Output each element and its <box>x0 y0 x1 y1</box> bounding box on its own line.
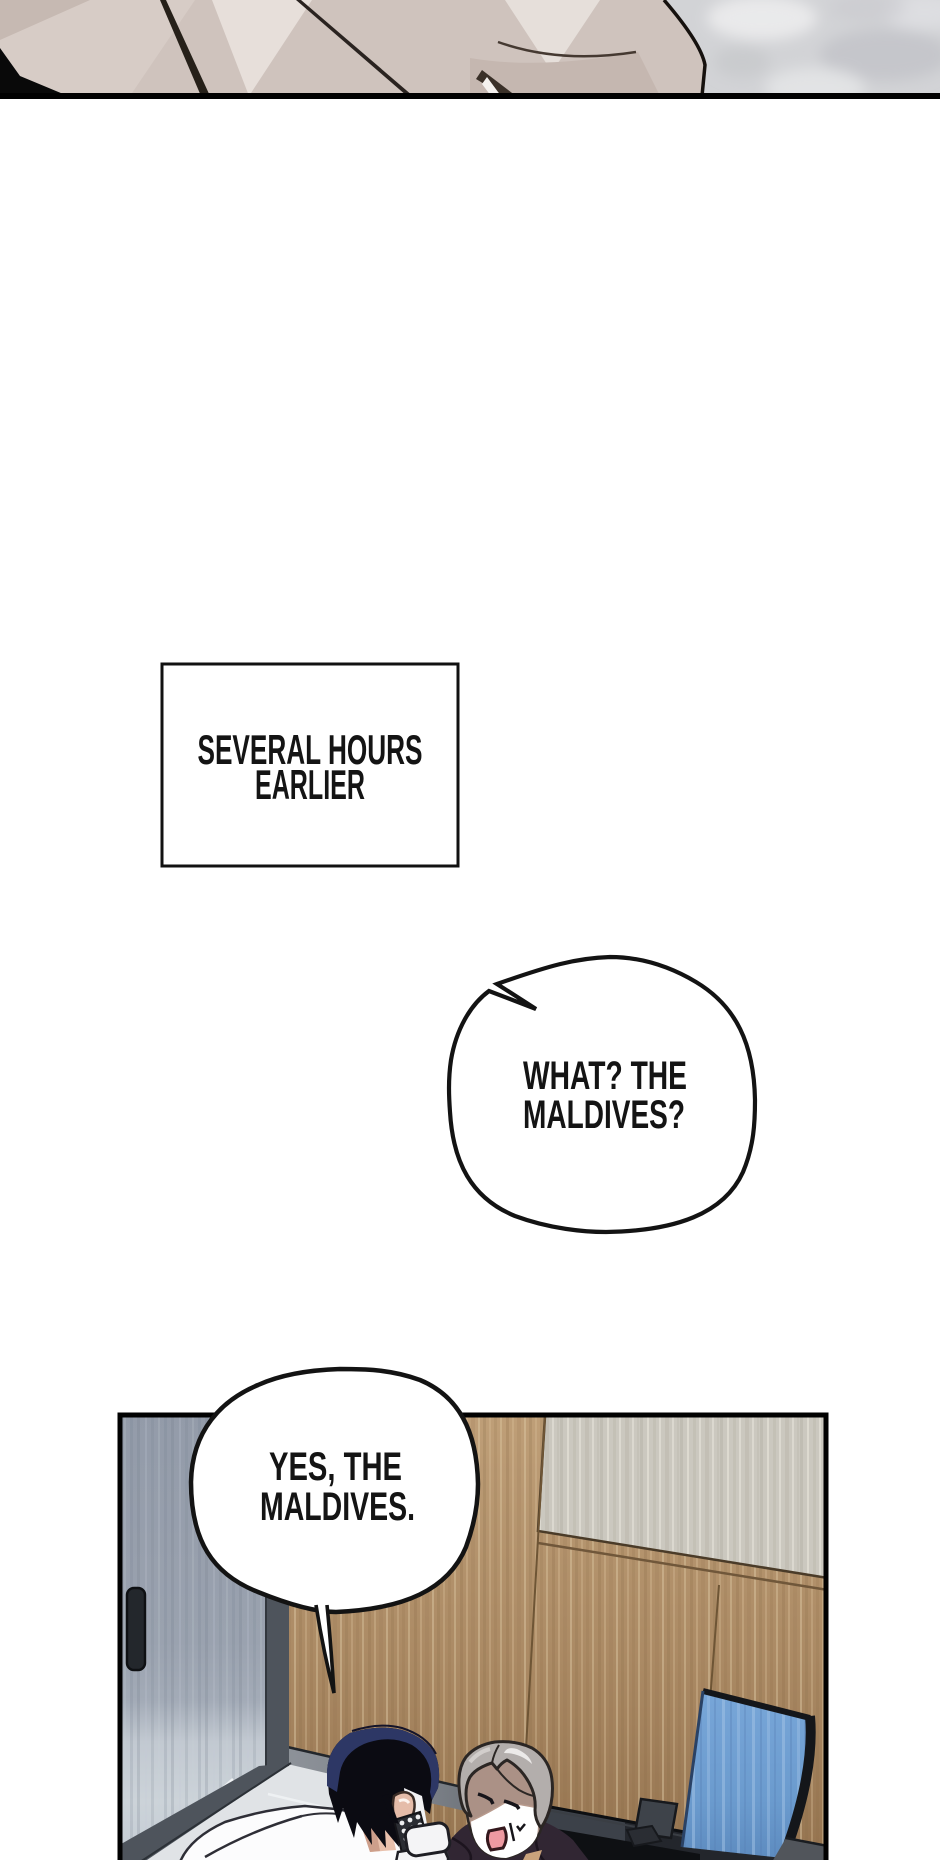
svg-text:MALDIVES?: MALDIVES? <box>523 1093 685 1137</box>
svg-text:YES, THE: YES, THE <box>269 1445 402 1489</box>
svg-text:EARLIER: EARLIER <box>255 761 365 808</box>
svg-text:MALDIVES.: MALDIVES. <box>260 1485 415 1529</box>
svg-text:WHAT? THE: WHAT? THE <box>523 1054 687 1098</box>
svg-text:SEVERAL HOURS: SEVERAL HOURS <box>198 726 423 773</box>
